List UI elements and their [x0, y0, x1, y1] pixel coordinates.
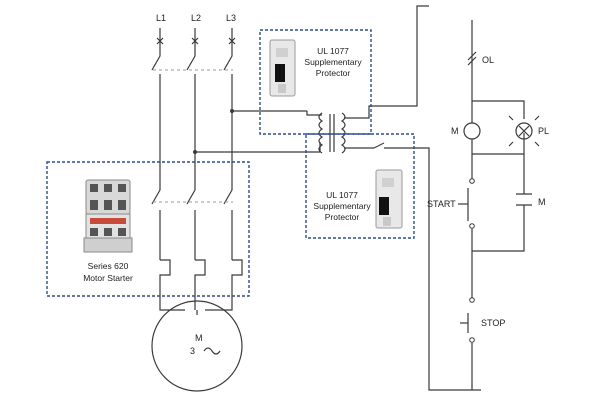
contactor-photo-icon [83, 179, 133, 253]
coil-label: M [451, 126, 459, 136]
phase-label-l3: L3 [226, 13, 236, 23]
phase-label-l2: L2 [191, 13, 201, 23]
protector-top-line1: UL 1077 [317, 46, 349, 56]
motor-phase: 3 [190, 346, 195, 356]
protector-top-line3: Protector [316, 68, 351, 78]
pilot-light-label: PL [538, 126, 549, 136]
start-label: START [427, 199, 456, 209]
aux-contact-label: M [538, 197, 546, 207]
transformer-feed [195, 5, 481, 391]
stop-label: STOP [481, 318, 505, 328]
breaker-photo-icon [269, 39, 296, 97]
protector-box-mid [305, 133, 415, 239]
motor-label: M [195, 333, 203, 343]
protector-top-line2: Supplementary [304, 57, 362, 67]
protector-box-top [259, 29, 372, 135]
overload-label: OL [482, 55, 494, 65]
protector-mid-line1: UL 1077 [326, 190, 358, 200]
protector-mid-line3: Protector [325, 212, 360, 222]
phase-label-l1: L1 [156, 13, 166, 23]
coil-icon [463, 122, 481, 140]
protector-mid-line2: Supplementary [313, 201, 371, 211]
control-circuit [458, 20, 532, 390]
power-lines [151, 28, 243, 315]
starter-box [46, 161, 250, 297]
motor-icon [151, 300, 243, 392]
starter-line2: Motor Starter [83, 273, 133, 283]
lamp-icon [508, 115, 540, 147]
transformer-icon [318, 112, 346, 154]
starter-line1: Series 620 [88, 261, 129, 271]
breaker-photo-icon-2 [375, 169, 403, 229]
